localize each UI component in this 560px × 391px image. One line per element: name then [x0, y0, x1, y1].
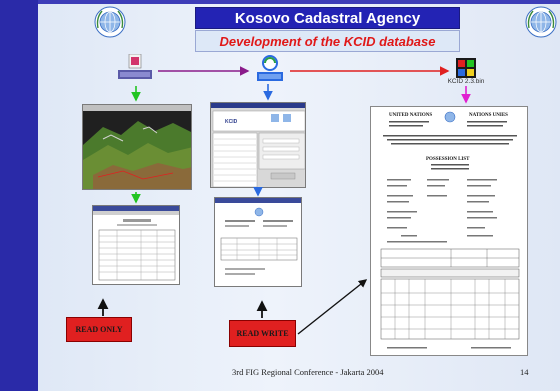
terrain-viewer-screenshot	[82, 104, 192, 190]
un-emblem-right-icon	[525, 6, 557, 38]
kcid-binary-caption: KCID 2.3.bin	[447, 78, 485, 85]
read-only-label: READ ONLY	[75, 325, 123, 334]
top-strip	[38, 0, 560, 4]
kcid-application-screenshot: KCID	[210, 102, 306, 188]
title-banner: Kosovo Cadastral Agency	[195, 7, 460, 29]
form-image	[215, 198, 301, 275]
svg-text:KCID: KCID	[225, 119, 238, 125]
doc-header-right: NATIONS UNIES	[469, 113, 508, 118]
slide-subtitle: Development of the KCID database	[219, 33, 436, 49]
document-body-image	[380, 111, 520, 349]
read-write-badge: READ WRITE	[229, 320, 296, 347]
database-file-icon	[118, 54, 152, 79]
un-emblem-left-icon	[94, 6, 126, 38]
arrow-to-document	[297, 279, 368, 335]
read-write-form-screenshot	[214, 197, 302, 287]
kcid-window-image: KCID	[211, 103, 305, 187]
subtitle-banner: Development of the KCID database	[195, 30, 460, 52]
side-bar	[0, 0, 38, 391]
footer-text: 3rd FIG Regional Conference - Jakarta 20…	[232, 367, 384, 377]
read-only-badge: READ ONLY	[66, 317, 132, 342]
kcid-binary-icon	[456, 58, 476, 78]
possession-list-document: UNITED NATIONS NATIONS UNIES POSSESSION …	[370, 106, 528, 356]
report-image	[93, 206, 179, 281]
terrain-map-image	[83, 105, 191, 189]
read-only-report-screenshot	[92, 205, 180, 285]
kcid-application-icon	[257, 55, 283, 81]
page-number: 14	[520, 367, 529, 377]
doc-header-left: UNITED NATIONS	[389, 113, 433, 118]
read-write-label: READ WRITE	[236, 329, 289, 338]
slide-title: Kosovo Cadastral Agency	[234, 9, 421, 27]
doc-title: POSSESSION LIST	[426, 157, 470, 162]
